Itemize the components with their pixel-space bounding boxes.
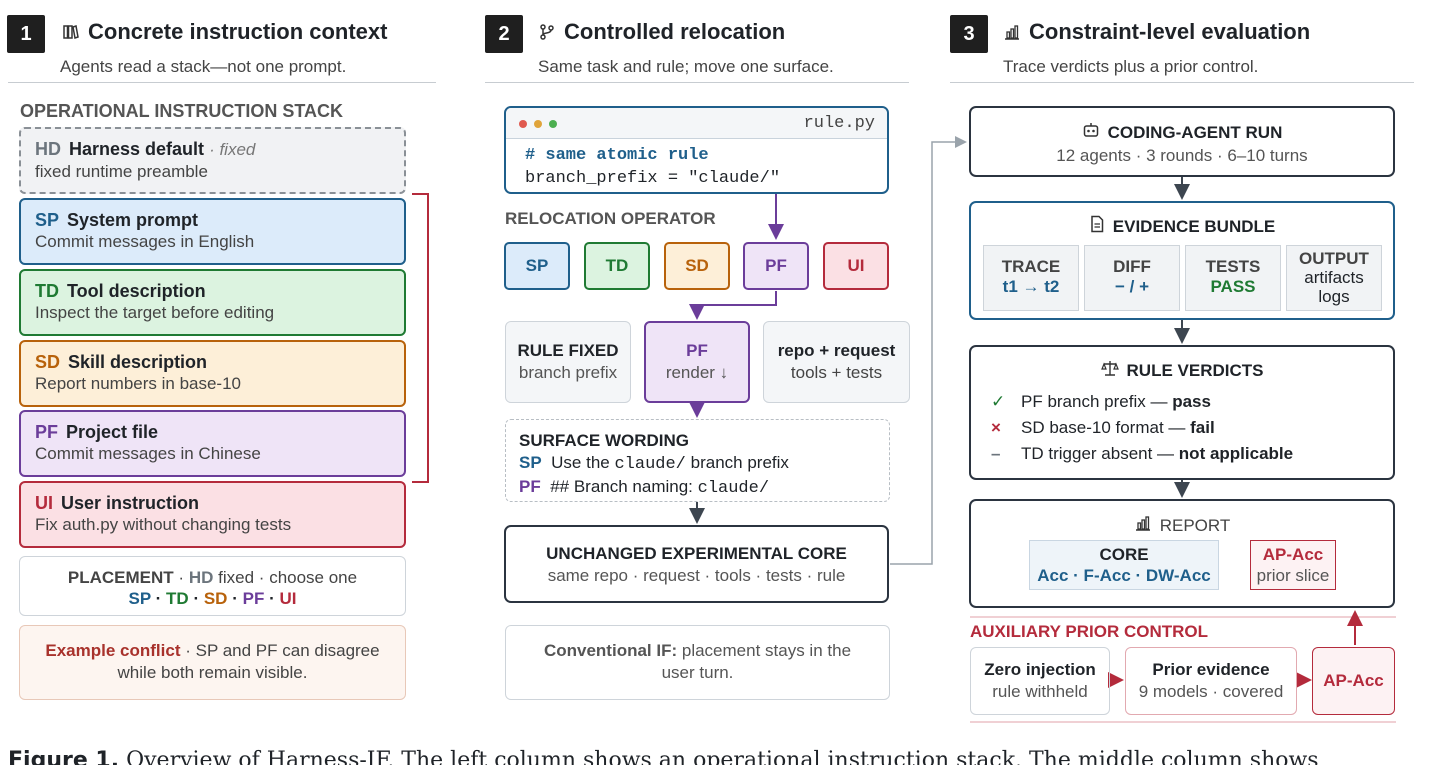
bundle-cell-output: OUTPUT artifacts logs [1286, 245, 1382, 311]
window-close-dot [519, 120, 527, 128]
dash-icon: – [991, 444, 1001, 463]
col1-title: Concrete instruction context [62, 19, 387, 45]
bundle-cell-tests: TESTS PASS [1185, 245, 1281, 311]
code-window-titlebar: rule.py [506, 108, 887, 139]
conventional-if-box: Conventional IF: placement stays in the … [505, 625, 890, 700]
window-maximize-dot [549, 120, 557, 128]
document-icon [1089, 215, 1105, 238]
step-number-2: 2 [485, 15, 523, 53]
surface-chip-sd: SD [664, 242, 730, 290]
col2-divider [485, 82, 909, 83]
rule-fixed-box: RULE FIXED branch prefix [505, 321, 631, 403]
code-filename: rule.py [803, 114, 875, 133]
zero-injection-box: Zero injection rule withheld [970, 647, 1110, 715]
check-icon: ✓ [991, 392, 1006, 411]
scale-icon [1100, 359, 1119, 382]
verdict-fail: ×SD base-10 format — fail [991, 415, 1393, 441]
wording-sp-line: SP Use the claude/ branch prefix [519, 453, 789, 474]
bundle-cell-trace: TRACE t1 → t2 [983, 245, 1079, 311]
report-box: REPORT [969, 499, 1395, 608]
operator-heading: RELOCATION OPERATOR [505, 209, 716, 228]
aux-heading: AUXILIARY PRIOR CONTROL [970, 622, 1209, 641]
verdict-pass: ✓PF branch prefix — pass [991, 389, 1393, 415]
books-icon [62, 23, 80, 41]
rule-verdicts-box: RULE VERDICTS ✓PF branch prefix — pass ×… [969, 345, 1395, 480]
example-conflict-box: Example conflict · SP and PF can disagre… [19, 625, 406, 700]
col2-title: Controlled relocation [538, 19, 785, 45]
code-window: rule.py # same atomic rule branch_prefix… [504, 106, 889, 194]
step-number-3: 3 [950, 15, 988, 53]
core-metrics-box: CORE Acc · F-Acc · DW-Acc [1029, 540, 1219, 590]
experimental-core-box: UNCHANGED EXPERIMENTAL CORE same repo · … [504, 525, 889, 603]
code-line: branch_prefix = "claude/" [525, 169, 781, 188]
branch-icon [538, 23, 556, 41]
aux-ap-acc-box: AP-Acc [1312, 647, 1395, 715]
surface-chip-ui: UI [823, 242, 889, 290]
col3-divider [950, 82, 1414, 83]
coding-agent-run-box: CODING-AGENT RUN 12 agents · 3 rounds · … [969, 106, 1395, 177]
col3-title: Constraint-level evaluation [1003, 19, 1310, 45]
step-number-1: 1 [7, 15, 45, 53]
surface-wording-box: SURFACE WORDING SP Use the claude/ branc… [505, 419, 890, 502]
robot-icon [1082, 121, 1100, 145]
col2-subtitle: Same task and rule; move one surface. [538, 57, 834, 76]
surface-chip-td: TD [584, 242, 650, 290]
surface-chip-sp: SP [504, 242, 570, 290]
report-chart-icon [1134, 514, 1152, 537]
surface-chip-pf: PF [743, 242, 809, 290]
ap-acc-slice-box: AP-Acc prior slice [1250, 540, 1336, 590]
bundle-cell-diff: DIFF − / + [1084, 245, 1180, 311]
stack-heading: OPERATIONAL INSTRUCTION STACK [20, 101, 343, 121]
window-minimize-dot [534, 120, 542, 128]
wording-pf-line: PF ## Branch naming: claude/ [519, 477, 770, 498]
col1-divider [8, 82, 436, 83]
pf-render-box: PF render ↓ [644, 321, 750, 403]
code-comment: # same atomic rule [525, 146, 709, 165]
figure-caption: Figure 1. Overview of Harness-IF. The le… [8, 748, 1319, 765]
placement-box: PLACEMENT · HD fixed · choose one SP · T… [19, 556, 406, 616]
col3-subtitle: Trace verdicts plus a prior control. [1003, 57, 1259, 76]
col1-subtitle: Agents read a stack—not one prompt. [60, 57, 347, 76]
bar-chart-icon [1003, 23, 1021, 41]
prior-evidence-box: Prior evidence 9 models · covered [1125, 647, 1297, 715]
evidence-bundle-box: EVIDENCE BUNDLE [969, 201, 1395, 320]
verdict-na: –TD trigger absent — not applicable [991, 441, 1393, 467]
context-box: repo + request tools + tests [763, 321, 910, 403]
cross-icon: × [991, 418, 1001, 437]
